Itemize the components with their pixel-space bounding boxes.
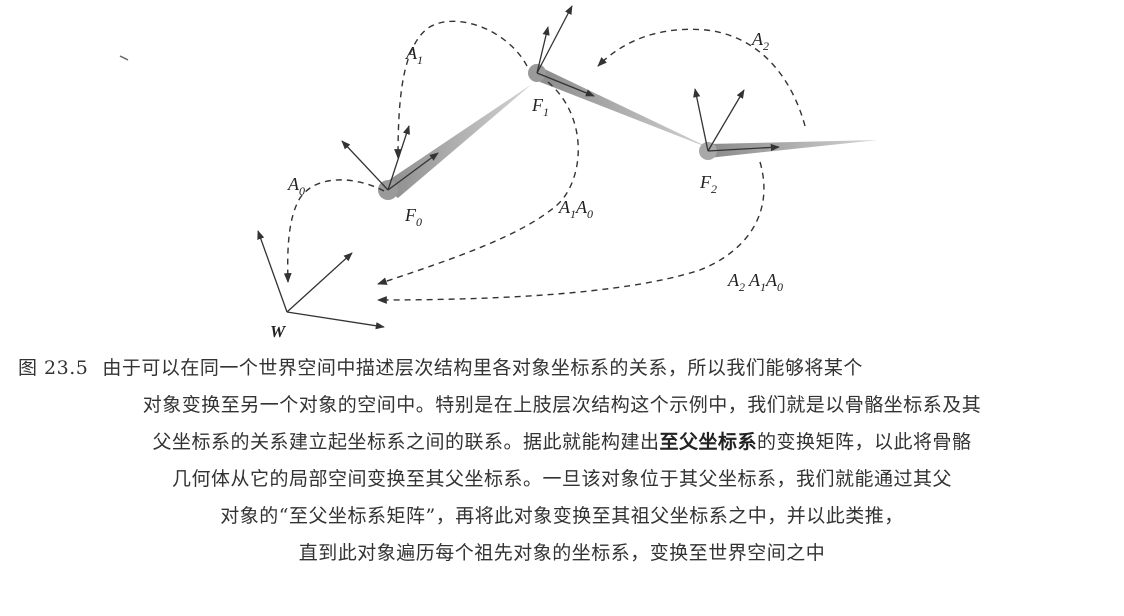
- caption-line-5: 对象的“至父坐标系矩阵”，再将此对象变换至其祖父坐标系之中，并以此类推，: [220, 505, 904, 527]
- stray-mark: [119, 55, 129, 61]
- arc-a1: [394, 20, 528, 159]
- frame-f1: [536, 5, 595, 97]
- label-f0: F0: [404, 205, 422, 229]
- label-f2: F2: [699, 172, 717, 196]
- world-frame: [257, 230, 385, 330]
- caption-line-3: 父坐标系的关系建立起坐标系之间的联系。据此就能构建出至父坐标系的变换矩阵，以此将…: [152, 431, 972, 453]
- label-f1: F1: [531, 95, 549, 119]
- label-world: W: [270, 322, 287, 341]
- caption-line-4: 几何体从它的局部空间变换至其父坐标系。一旦该对象位于其父坐标系，我们就能通过其父: [171, 468, 952, 490]
- arc-a2: [597, 28, 806, 127]
- label-a1: A1: [405, 43, 423, 67]
- caption-line-6: 直到此对象遍历每个祖先对象的坐标系，变换至世界空间之中: [298, 542, 826, 564]
- bone-0: [380, 84, 532, 198]
- bold-term: 至父坐标系: [659, 431, 757, 453]
- frame-f2: [693, 88, 780, 152]
- bone-2: [708, 140, 878, 158]
- caption-line-2: 对象变换至另一个对象的空间中。特别是在上肢层次结构这个示例中，我们就是以骨骼坐标…: [142, 394, 982, 416]
- bone-1: [534, 64, 714, 150]
- arc-a2a1a0: [377, 161, 765, 304]
- label-a0: A0: [287, 174, 305, 198]
- arc-a0: [283, 179, 385, 283]
- figure-number: 图 23.5: [18, 357, 89, 379]
- label-a2: A2: [751, 29, 769, 53]
- arc-a1a0: [377, 81, 579, 285]
- label-a1a0: A1A0: [558, 197, 593, 221]
